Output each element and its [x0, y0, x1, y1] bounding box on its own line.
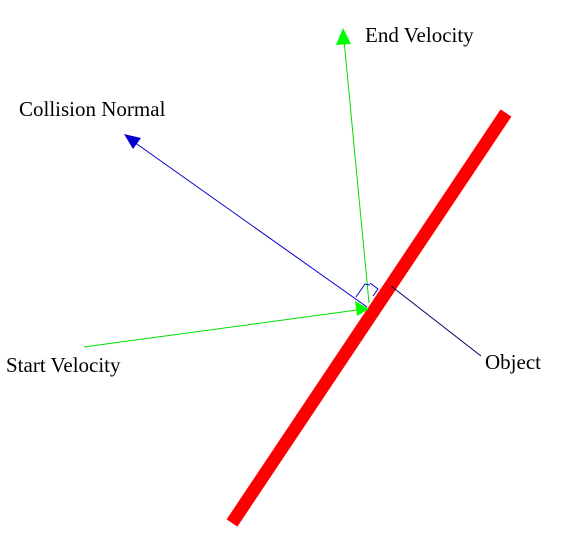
object-bar [226, 109, 512, 527]
start-velocity-arrowhead [355, 301, 369, 316]
collision-normal-arrowhead [124, 134, 141, 149]
collision-normal-label: Collision Normal [19, 97, 166, 121]
end-velocity-label: End Velocity [365, 23, 474, 47]
collision-normal-vector [133, 141, 368, 308]
start-velocity-label: Start Velocity [6, 353, 121, 377]
object-leader-line [390, 285, 482, 357]
object-label: Object [485, 350, 541, 374]
start-velocity-vector [83, 309, 358, 348]
right-angle-mark [369, 282, 379, 297]
end-velocity-vector [343, 39, 370, 304]
normal-angle-mark [355, 283, 371, 298]
end-velocity-arrowhead [336, 28, 351, 45]
